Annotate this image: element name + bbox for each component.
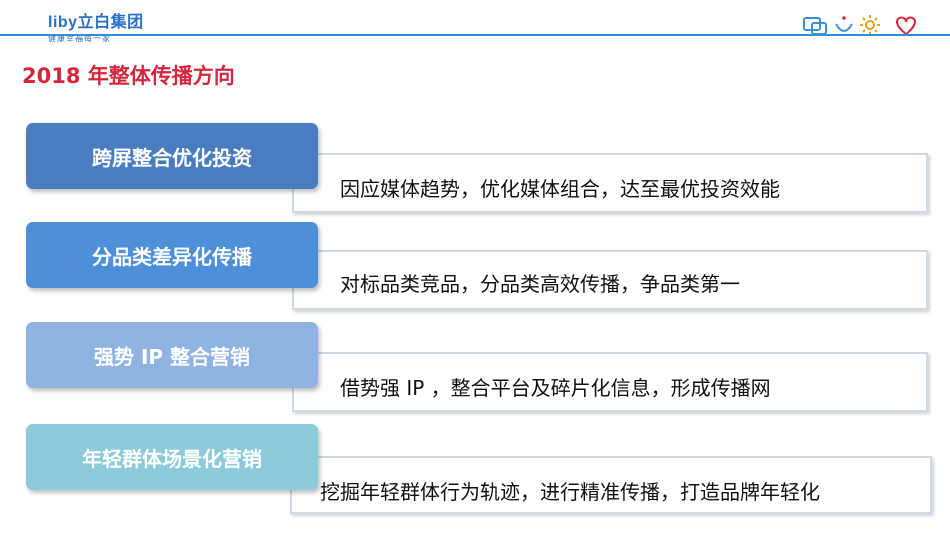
item-description-box: 借势强 IP ，整合平台及碎片化信息，形成传播网 xyxy=(292,352,928,412)
heart-icon xyxy=(895,16,917,36)
speech-bubble-icon xyxy=(803,17,827,35)
item-description: 借势强 IP ，整合平台及碎片化信息，形成传播网 xyxy=(340,376,771,400)
item-label: 分品类差异化传播 xyxy=(92,244,252,269)
item-description: 挖掘年轻群体行为轨迹，进行精准传播，打造品牌年轻化 xyxy=(320,480,820,504)
smile-icon xyxy=(835,16,853,32)
logo-text: liby立白集团 xyxy=(48,14,144,31)
item-description-box: 对标品类竞品，分品类高效传播，争品类第一 xyxy=(292,250,928,310)
item-label: 年轻群体场景化营销 xyxy=(82,446,262,471)
item-description-box: 挖掘年轻群体行为轨迹，进行精准传播，打造品牌年轻化 xyxy=(290,456,932,514)
brand-logo: liby立白集团 健康幸福每一家 xyxy=(48,8,144,44)
item-label-box: 分品类差异化传播 xyxy=(26,222,318,288)
item-label: 跨屏整合优化投资 xyxy=(92,145,252,170)
decorative-icons xyxy=(803,15,917,36)
header-divider xyxy=(0,34,950,36)
item-label-box: 强势 IP 整合营销 xyxy=(26,322,318,388)
item-label: 强势 IP 整合营销 xyxy=(93,344,251,369)
item-description: 对标品类竞品，分品类高效传播，争品类第一 xyxy=(340,272,740,296)
item-label-box: 年轻群体场景化营销 xyxy=(26,424,318,490)
logo-tagline: 健康幸福每一家 xyxy=(48,34,111,43)
item-description: 因应媒体趋势，优化媒体组合，达至最优投资效能 xyxy=(340,177,780,201)
item-description-box: 因应媒体趋势，优化媒体组合，达至最优投资效能 xyxy=(292,153,928,213)
page-title: 2018 年整体传播方向 xyxy=(22,64,235,88)
item-label-box: 跨屏整合优化投资 xyxy=(26,123,318,189)
sun-icon xyxy=(860,15,880,35)
